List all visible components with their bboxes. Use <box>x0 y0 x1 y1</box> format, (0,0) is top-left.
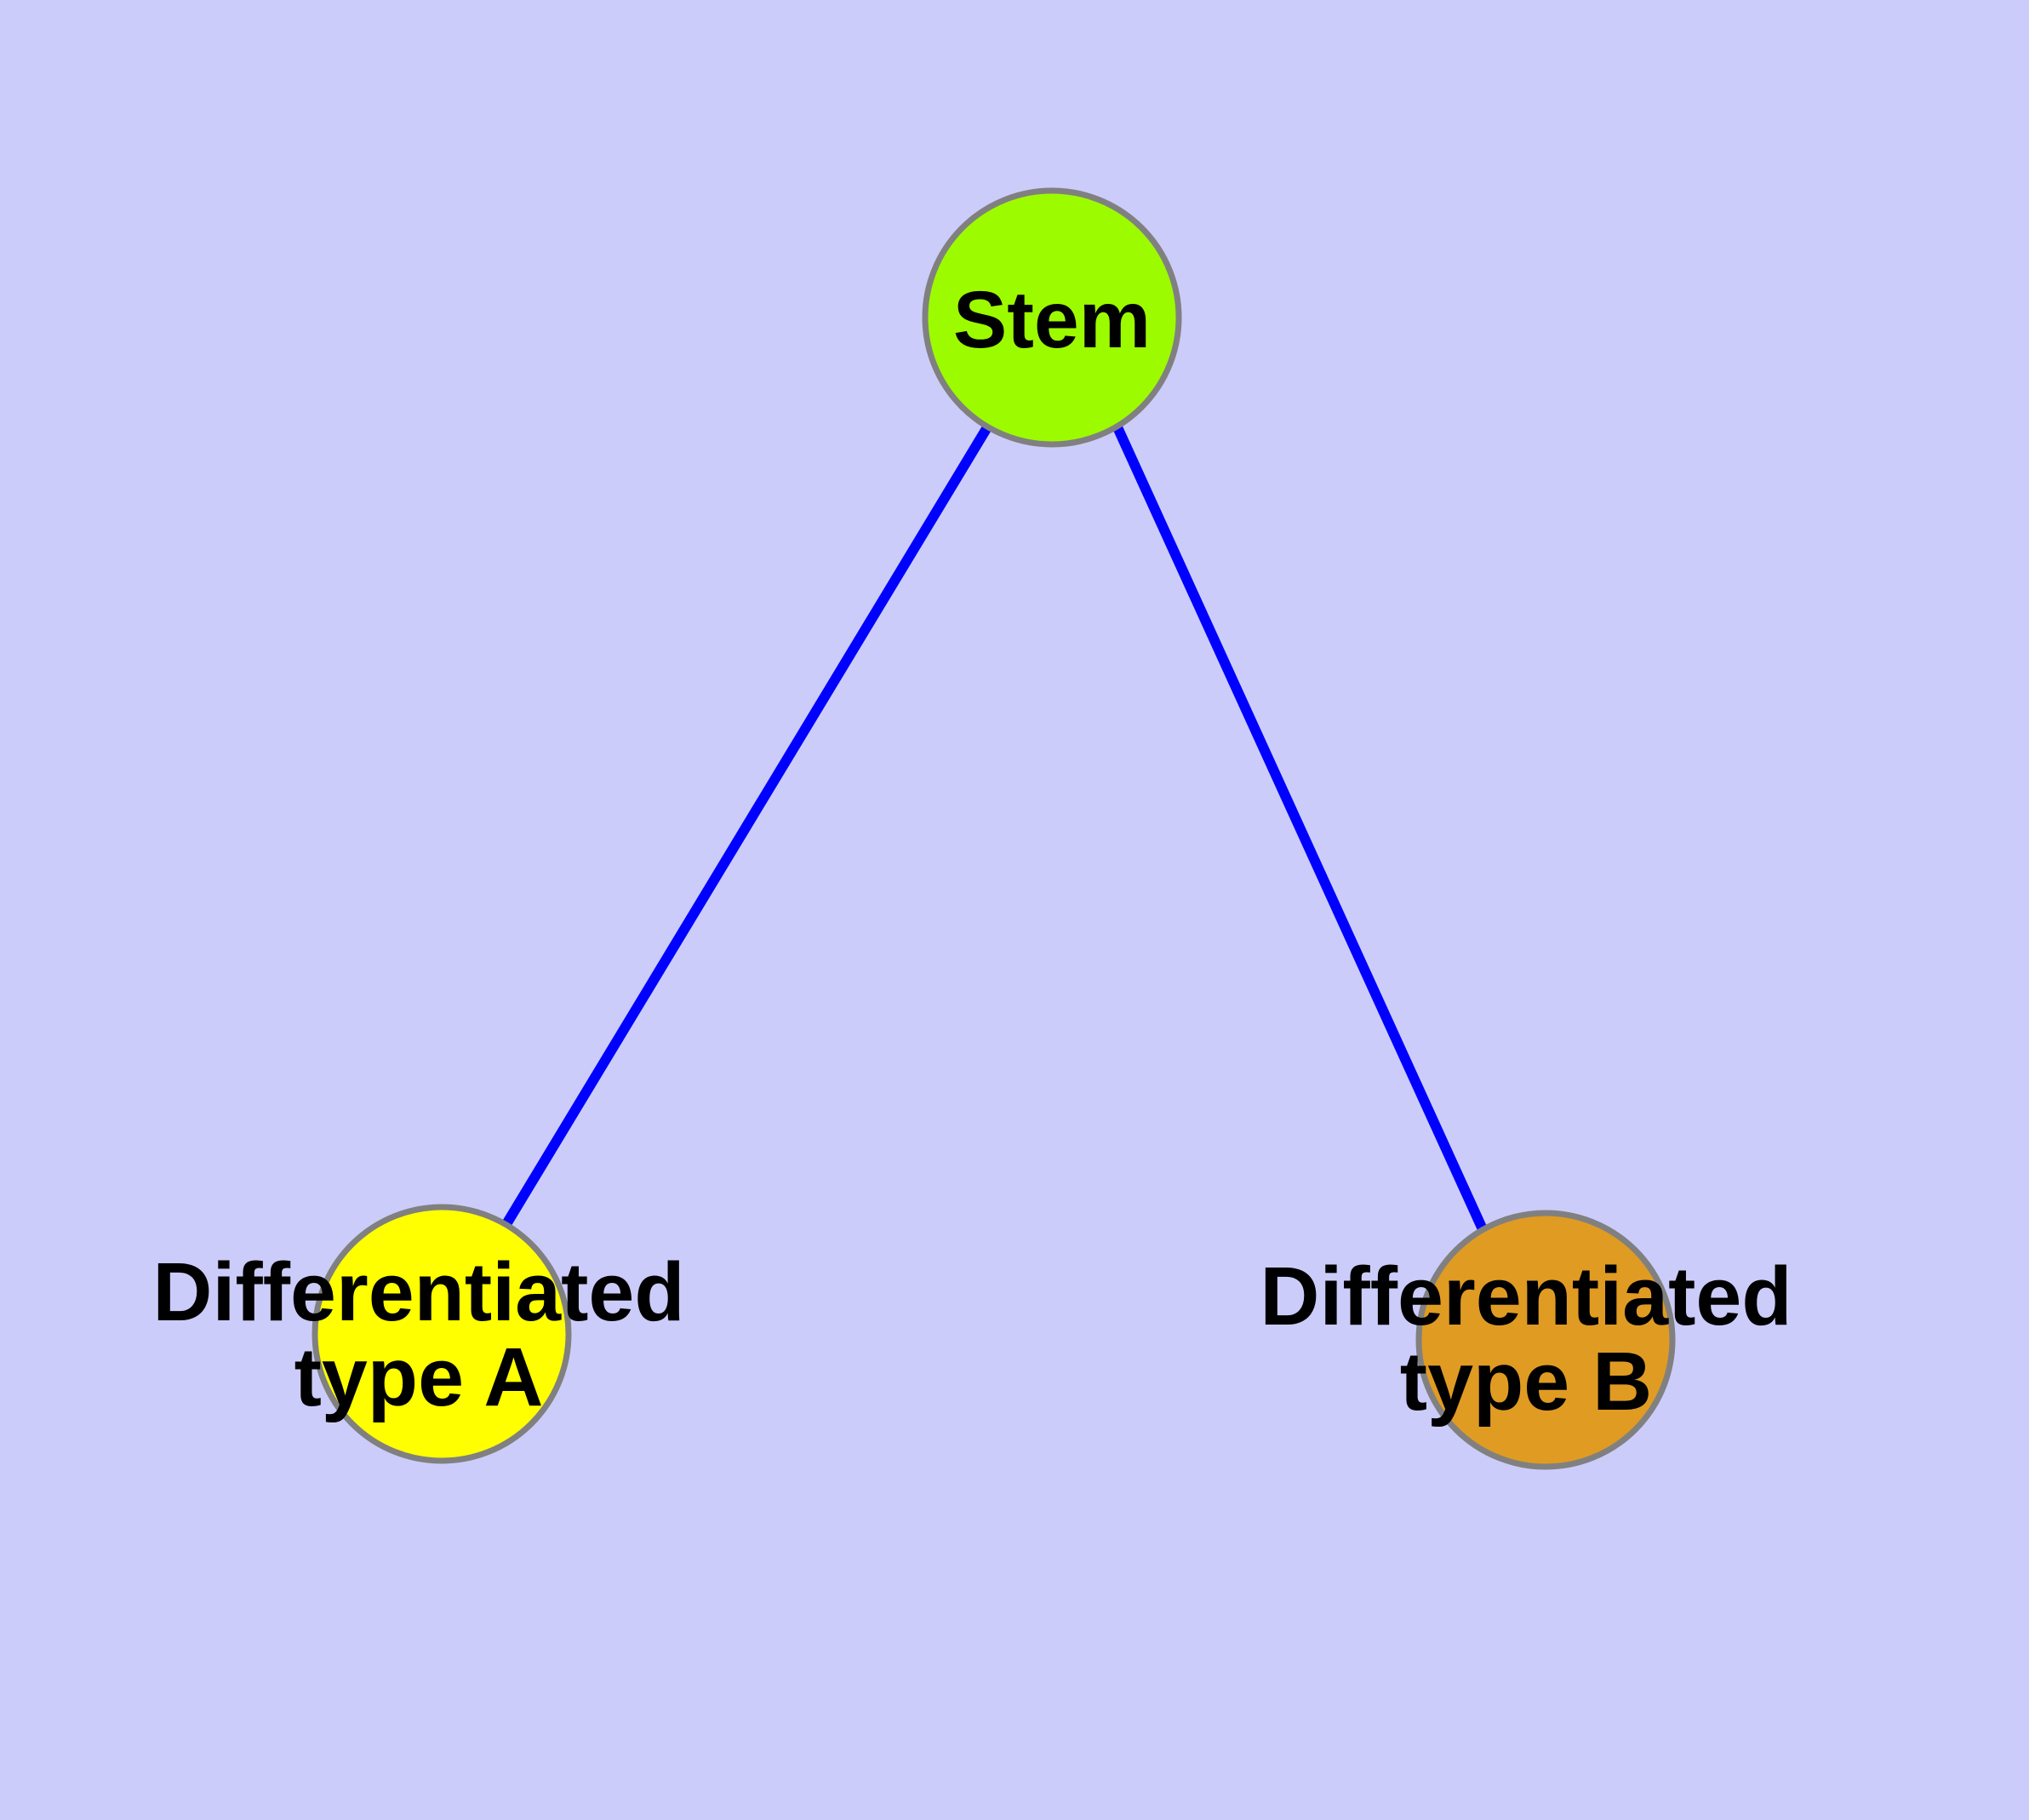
node-differentiated-type-b[interactable] <box>1415 1210 1676 1470</box>
edges-layer <box>501 424 1488 1232</box>
node-label-line: type A <box>294 1331 544 1423</box>
node-stem[interactable] <box>922 187 1182 448</box>
nodes-layer <box>311 187 1676 1470</box>
node-label-line: Stem <box>953 275 1151 365</box>
node-label-stem: Stem <box>953 275 1151 365</box>
node-differentiated-type-a[interactable] <box>311 1204 572 1464</box>
edge-stem-to-diff-a[interactable] <box>501 424 992 1228</box>
edge-stem-to-diff-b[interactable] <box>1112 425 1488 1232</box>
node-label-line: Differentiated <box>1260 1250 1792 1342</box>
node-label-line: type B <box>1400 1335 1652 1428</box>
node-label-line: Differentiated <box>152 1245 684 1338</box>
